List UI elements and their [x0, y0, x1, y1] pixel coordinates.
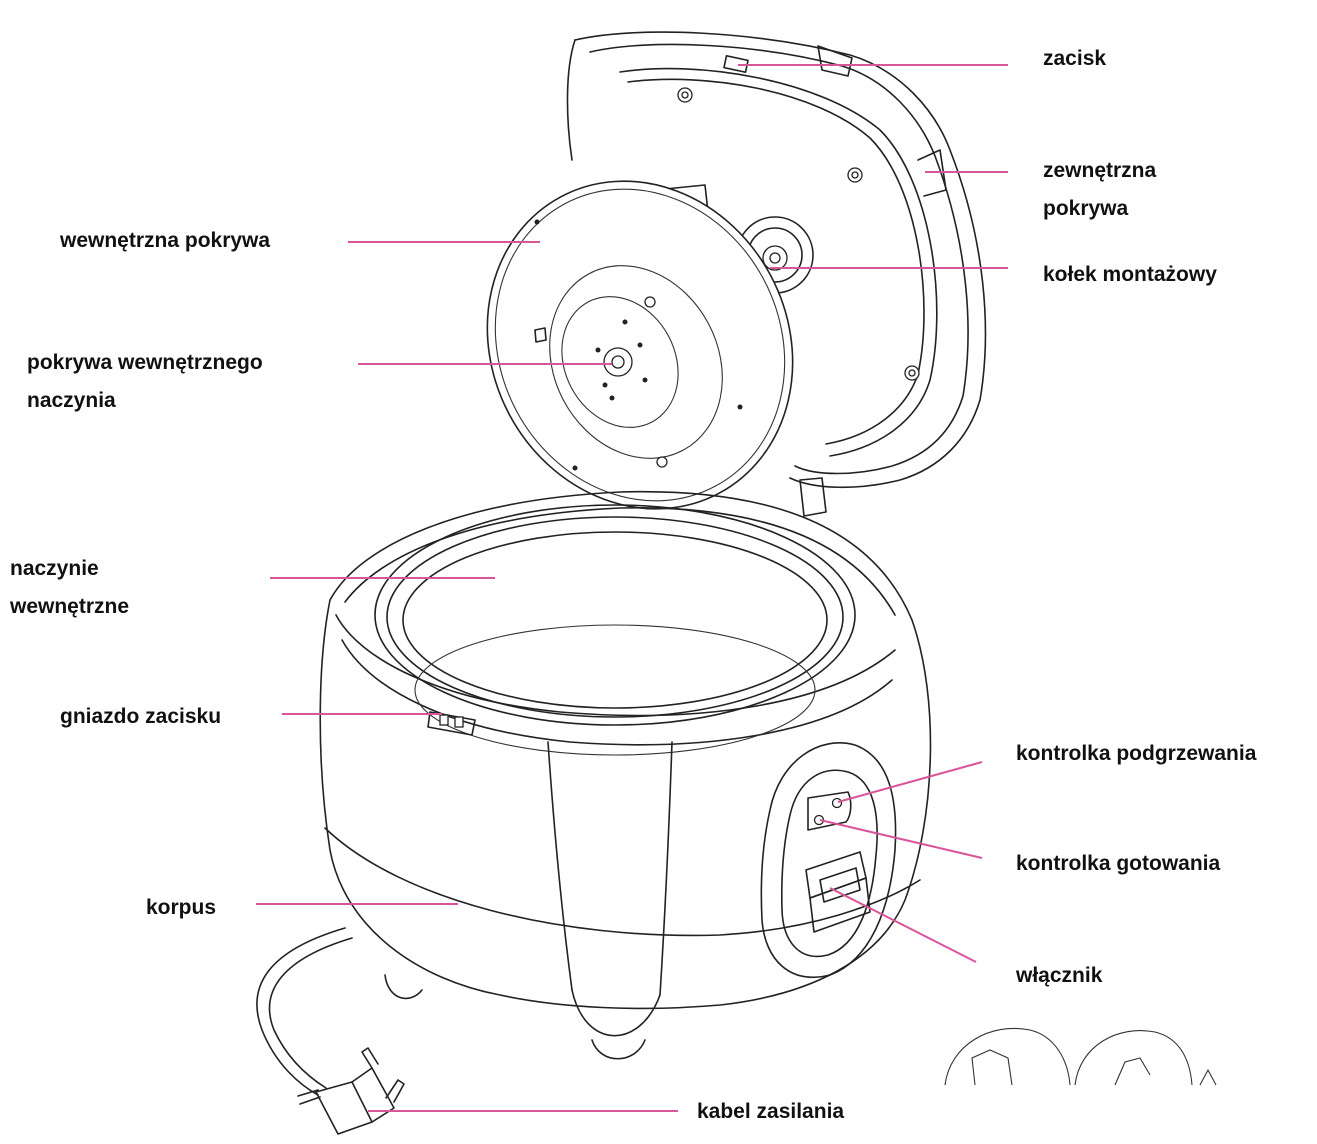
label-kabel-zasilania: kabel zasilania: [697, 1093, 844, 1131]
label-pokrywa-naczynia: pokrywa wewnętrznego naczynia: [27, 344, 263, 420]
leader-podgrzewanie: [838, 762, 982, 802]
inner-lid-drawing: [430, 127, 849, 563]
label-kontrolka-gotowania: kontrolka gotowania: [1016, 845, 1220, 883]
leader-wlacznik: [830, 888, 976, 962]
label-zewnetrzna-pokrywa: zewnętrzna pokrywa: [1043, 152, 1156, 228]
label-kolek-montazowy: kołek montażowy: [1043, 256, 1217, 294]
label-kontrolka-podgrzewania: kontrolka podgrzewania: [1016, 735, 1256, 773]
label-wlacznik: włącznik: [1016, 957, 1102, 995]
control-panel-drawing: [761, 743, 895, 977]
leader-gotowanie: [820, 820, 982, 858]
label-zacisk: zacisk: [1043, 40, 1106, 78]
label-gniazdo-zacisku: gniazdo zacisku: [60, 698, 221, 736]
power-cable: [257, 928, 404, 1134]
label-naczynie-wewnetrzne: naczynie wewnętrzne: [10, 550, 129, 626]
label-wewnetrzna-pokrywa: wewnętrzna pokrywa: [60, 222, 270, 260]
label-korpus: korpus: [146, 889, 216, 927]
partial-icons: [945, 1028, 1216, 1085]
body-drawing: [320, 492, 930, 1059]
